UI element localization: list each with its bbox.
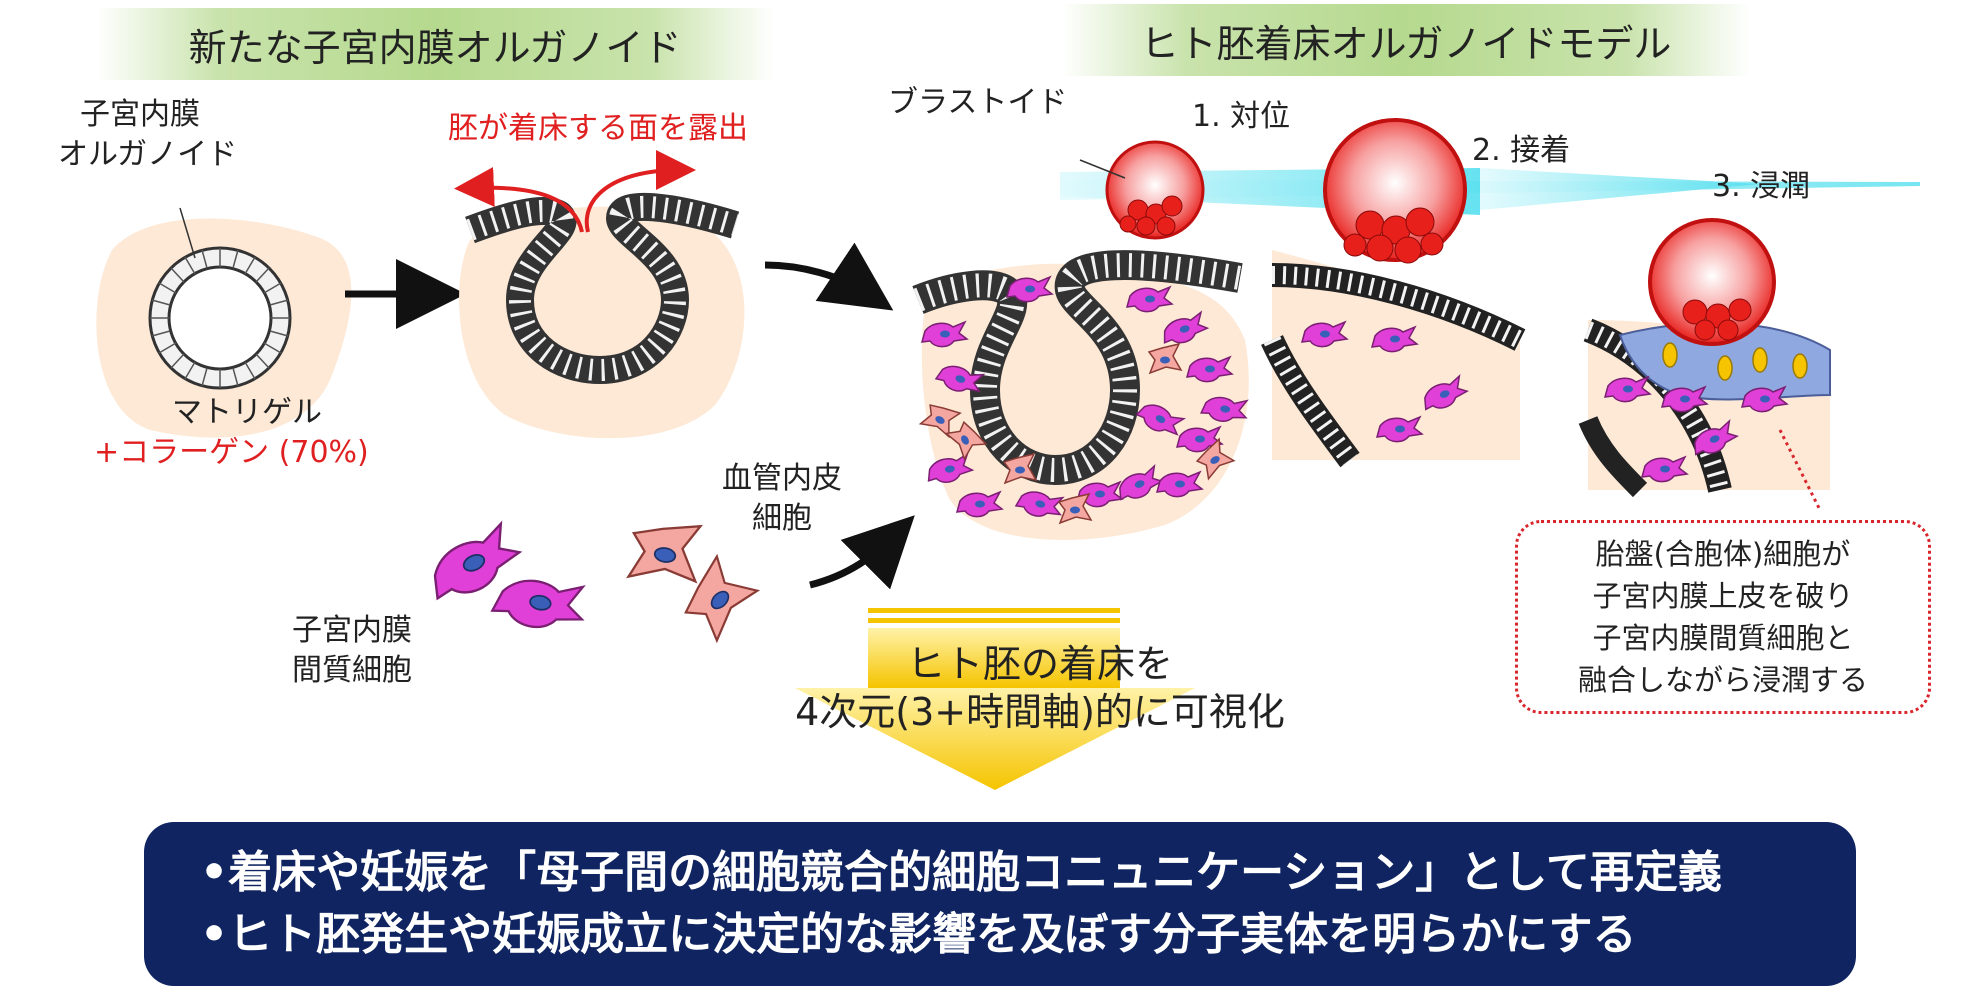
label-exposed-surface: 胚が着床する面を露出 (448, 111, 748, 146)
panel-adhesion (1261, 118, 1526, 468)
summary-box: •着床や妊娠を「母子間の細胞競合的細胞コニュニケーション」として再定義 •ヒト胚… (144, 822, 1856, 986)
visualize-text: ヒト胚の着床を 4次元(3+時間軸)的に可視化 (680, 640, 1400, 736)
panel-invasion (1578, 218, 1831, 498)
label-step-3: 3. 浸潤 (1712, 169, 1811, 204)
label-blastoid: ブラストイド (888, 85, 1068, 120)
label-step-1: 1. 対位 (1192, 99, 1291, 134)
visualize-line-2: 4次元(3+時間軸)的に可視化 (795, 690, 1285, 734)
callout-line-3: 子宮内膜間質細胞と (1592, 621, 1854, 655)
callout-line-4: 融合しながら浸潤する (1577, 663, 1868, 697)
organoid-ring (148, 246, 292, 390)
callout-line-1: 胎盤(合胞体)細胞が (1595, 537, 1851, 571)
summary-bullet-1: •着床や妊娠を「母子間の細胞競合的細胞コニュニケーション」として再定義 (200, 847, 1722, 898)
label-matrigel: マトリゲル (172, 395, 322, 430)
label-organoid-2: オルガノイド (58, 137, 238, 172)
header-new-organoid: 新たな子宮内膜オルガノイド (96, 8, 774, 80)
label-endothelial-2: 細胞 (752, 501, 812, 536)
visualize-line-1: ヒト胚の着床を (906, 642, 1173, 686)
label-organoid-1: 子宮内膜 (80, 97, 200, 132)
yellow-down-arrow (795, 608, 1195, 790)
label-endothelial-1: 血管内皮 (722, 461, 842, 496)
header-implantation-model: ヒト胚着床オルガノイドモデル (1062, 4, 1750, 76)
blastoid-approach (1105, 140, 1205, 240)
callout-line-2: 子宮内膜上皮を破り (1592, 579, 1854, 613)
label-step-2: 2. 接着 (1472, 133, 1571, 168)
matrigel-blob-2 (459, 206, 745, 439)
label-stromal-1: 子宮内膜 (292, 613, 412, 648)
summary-bullet-2: •ヒト胚発生や妊娠成立に決定的な影響を及ぼす分子実体を明らかにする (200, 909, 1637, 960)
invasion-callout: 胎盤(合胞体)細胞が 子宮内膜上皮を破り 子宮内膜間質細胞と 融合しながら浸潤す… (1515, 520, 1931, 714)
label-stromal-2: 間質細胞 (292, 653, 412, 688)
label-collagen: +コラーゲン (70%) (94, 435, 369, 470)
